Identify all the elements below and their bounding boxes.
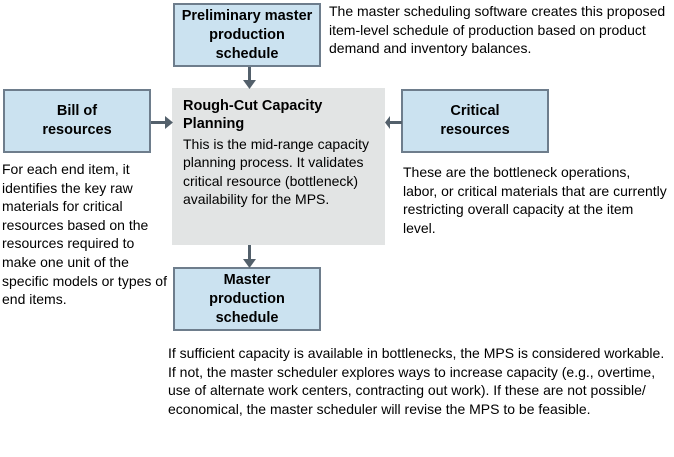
node-critical-resources-line-2: resources	[440, 122, 510, 138]
node-bill-of-resources-line-2: resources	[42, 122, 112, 138]
arrow-left-icon-critical-resources-to-rccp	[385, 116, 402, 129]
node-critical-resources[interactable]: Critical resources	[401, 89, 549, 153]
node-preliminary-line-1: Preliminary master	[181, 7, 313, 24]
node-rccp-description: This is the mid-range capacity planning …	[183, 136, 369, 208]
node-preliminary-line-2: production	[209, 26, 285, 43]
arrow-down-icon-rccp-to-master-production-schedule	[243, 245, 256, 268]
node-rccp-title: Rough-Cut Capacity Planning	[183, 98, 323, 132]
node-master-production-schedule[interactable]: Master production schedule	[173, 267, 321, 331]
node-master-production-schedule-line-1: Master	[223, 271, 271, 288]
note-preliminary-master-production-schedule: The master scheduling software creates t…	[329, 3, 666, 57]
node-master-production-schedule-line-2: production	[209, 290, 285, 307]
note-master-production-schedule: If sufficient capacity is available in b…	[168, 345, 665, 417]
node-bill-of-resources-line-1: Bill of	[56, 103, 98, 119]
node-preliminary-master-production-schedule[interactable]: Preliminary master production schedule	[173, 3, 321, 67]
node-master-production-schedule-line-3: schedule	[215, 309, 279, 326]
node-bill-of-resources[interactable]: Bill of resources	[3, 89, 151, 153]
node-rough-cut-capacity-planning[interactable]: Rough-Cut Capacity Planning This is the …	[172, 88, 385, 245]
note-critical-resources: These are the bottleneck operations, lab…	[403, 164, 667, 236]
node-preliminary-line-3: schedule	[215, 45, 279, 62]
note-bill-of-resources: For each end item, it identifies the key…	[2, 161, 167, 308]
node-critical-resources-line-1: Critical	[450, 103, 500, 119]
arrow-down-icon-preliminary-to-rccp	[243, 67, 256, 89]
arrow-right-icon-bill-of-resources-to-rccp	[151, 116, 173, 129]
